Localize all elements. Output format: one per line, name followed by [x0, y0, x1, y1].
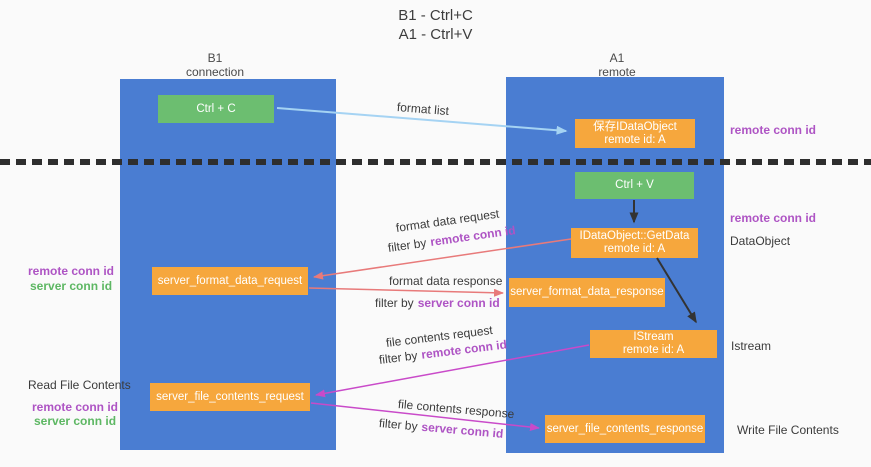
ctrl-v-label: Ctrl + V — [615, 179, 654, 191]
server-file-contents-response-label: server_file_contents_response — [546, 422, 704, 435]
server-format-data-request-label: server_format_data_request — [157, 274, 303, 287]
save-dataobject-box: 保存IDataObject remote id: A — [575, 119, 695, 148]
ctrl-v-box: Ctrl + V — [575, 172, 694, 199]
getdata-box: IDataObject::GetData remote id: A — [571, 228, 698, 258]
remote-conn-id-label-top-right: remote conn id — [730, 123, 817, 137]
server-file-contents-response-box: server_file_contents_response — [545, 415, 705, 443]
server-format-data-request-box: server_format_data_request — [152, 267, 308, 295]
server-file-contents-request-box: server_file_contents_request — [150, 383, 310, 411]
server-format-data-response-label: server_format_data_response — [510, 286, 664, 298]
dashed-divider-line — [0, 159, 871, 165]
server-file-contents-request-label: server_file_contents_request — [156, 390, 304, 403]
server-conn-id-text: server conn id — [420, 419, 504, 441]
title-line-2: A1 - Ctrl+V — [398, 26, 473, 43]
left-column-header: B1 connection — [145, 51, 285, 79]
server-conn-id-label-left-2: server conn id — [34, 414, 117, 428]
istream-box: IStream remote id: A — [590, 330, 717, 358]
right-column-header: A1 remote — [547, 51, 687, 79]
right-column-subtitle: remote — [598, 65, 636, 79]
save-dataobject-line1: 保存IDataObject — [593, 120, 677, 133]
title-line-1: B1 - Ctrl+C — [398, 7, 473, 24]
server-conn-id-text: server conn id — [417, 296, 500, 310]
file-contents-response-label: file contents response — [397, 397, 515, 422]
format-data-response-label: format data response — [389, 274, 503, 288]
ctrl-c-label: Ctrl + C — [196, 102, 236, 115]
arrow-format-data-response — [308, 287, 504, 297]
diagram-title: B1 - Ctrl+C A1 - Ctrl+V — [0, 6, 871, 44]
filter-by-text: filter by — [387, 235, 428, 255]
filter-by-text: filter by — [378, 348, 419, 367]
write-file-contents-label: Write File Contents — [737, 423, 839, 437]
save-dataobject-line2: remote id: A — [604, 133, 666, 146]
filter-by-text: filter by — [375, 296, 414, 310]
dataobject-label: DataObject — [730, 234, 791, 248]
remote-conn-id-label-left-2: remote conn id — [32, 400, 119, 414]
istream-line2: remote id: A — [622, 344, 685, 356]
getdata-line2: remote id: A — [603, 243, 666, 255]
format-list-label: format list — [396, 100, 450, 119]
remote-conn-id-label-mid-right: remote conn id — [730, 211, 817, 225]
read-file-contents-label: Read File Contents — [28, 378, 131, 392]
left-column-subtitle: connection — [185, 65, 245, 79]
remote-conn-id-label-left-1: remote conn id — [28, 264, 115, 278]
left-column-name: B1 — [207, 51, 223, 65]
server-conn-id-label-left-1: server conn id — [30, 279, 113, 293]
istream-side-label: Istream — [731, 339, 772, 353]
getdata-line1: IDataObject::GetData — [579, 230, 690, 242]
right-column-name: A1 — [609, 51, 625, 65]
istream-line1: IStream — [633, 331, 674, 343]
server-format-data-response-box: server_format_data_response — [509, 278, 665, 307]
ctrl-c-box: Ctrl + C — [158, 95, 274, 123]
filter-by-text: filter by — [378, 416, 419, 434]
